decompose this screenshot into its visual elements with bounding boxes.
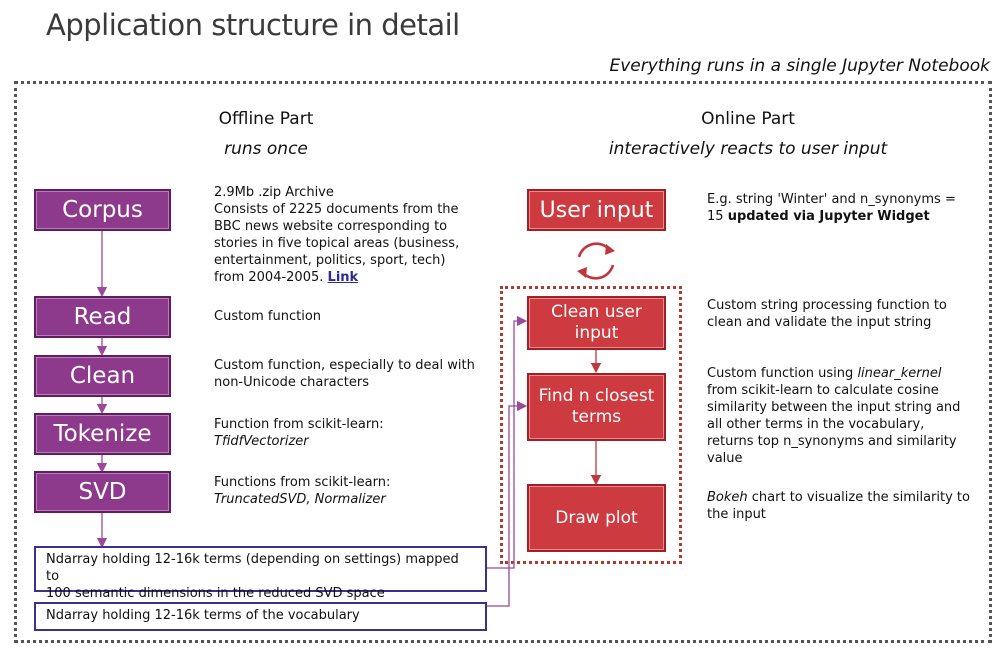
online-subheading: interactively reacts to user input xyxy=(608,139,888,159)
notebook-frame xyxy=(14,81,992,643)
clean-box: Clean xyxy=(34,355,171,397)
clean-user-input-box: Clean user input xyxy=(527,296,666,350)
draw-plot-description: Bokeh chart to visualize the similarity … xyxy=(707,490,970,522)
page-subtitle: Everything runs in a single Jupyter Note… xyxy=(609,56,990,76)
arrow-ndarray2-find-terms xyxy=(487,400,528,607)
svd-box: SVD xyxy=(34,471,171,513)
clean-description: Custom function, especially to deal with… xyxy=(214,358,475,390)
user-input-box: User input xyxy=(527,189,666,231)
tokenize-box: Tokenize xyxy=(34,413,171,455)
online-heading: Online Part xyxy=(701,109,795,129)
find-terms-description: Custom function using linear_kernel from… xyxy=(707,366,961,466)
page-title: Application structure in detail xyxy=(46,8,460,42)
ndarray-vocabulary: Ndarray holding 12-16k terms of the voca… xyxy=(34,602,487,631)
draw-plot-box: Draw plot xyxy=(527,484,666,552)
offline-heading: Offline Part xyxy=(218,109,314,129)
corpus-description: 2.9Mb .zip Archive Consists of 2225 docu… xyxy=(214,185,460,285)
offline-subheading: runs once xyxy=(224,139,308,159)
user-input-description: E.g. string 'Winter' and n_synonyms = 15… xyxy=(707,192,956,224)
corpus-link[interactable]: Link xyxy=(327,270,359,285)
ndarray-svd-terms: Ndarray holding 12-16k terms (depending … xyxy=(34,546,487,601)
clean-user-input-description: Custom string processing function to cle… xyxy=(707,298,947,330)
refresh-cycle-icon xyxy=(577,242,615,280)
online-loop-frame xyxy=(500,286,682,564)
tokenize-description: Function from scikit-learn: TfidfVectori… xyxy=(214,417,384,449)
read-box: Read xyxy=(34,296,171,338)
find-closest-terms-box: Find n closest terms xyxy=(527,373,666,441)
corpus-box: Corpus xyxy=(34,189,171,231)
svd-description: Functions from scikit-learn: TruncatedSV… xyxy=(214,475,391,507)
arrow-ndarray1-clean-input xyxy=(487,315,528,569)
read-description: Custom function xyxy=(214,309,322,324)
